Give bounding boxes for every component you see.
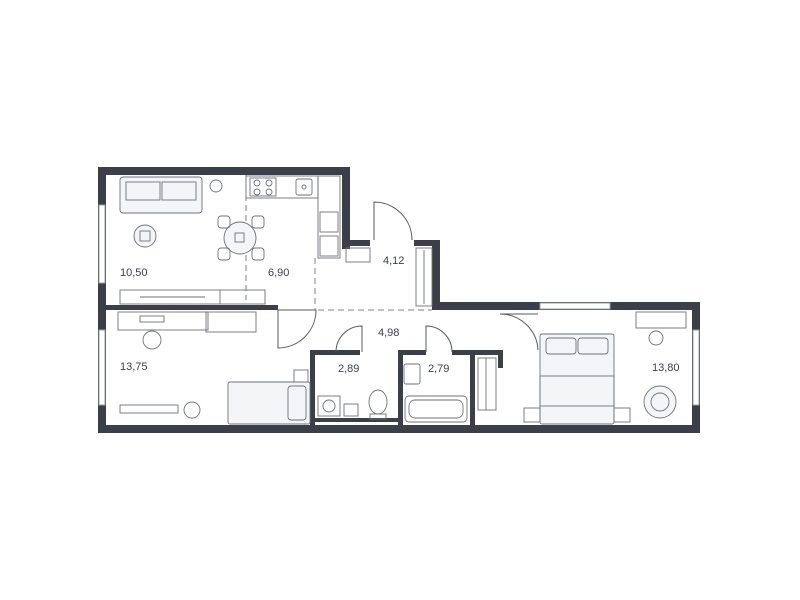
armchair [643,385,677,419]
zone-lines [245,175,432,311]
tv-unit [119,289,266,305]
stove [249,177,277,197]
burner-2 [265,179,273,187]
wall-kitchen-right [342,167,350,249]
bedroom-right-door-swing [499,313,539,351]
wall-bath-mid-top [398,350,426,355]
dining-chair-1 [217,215,231,229]
burner-3 [253,188,261,196]
wall-bedroom-left-right [310,380,315,430]
wall-corridor-low-1 [310,350,360,355]
wall-hall-right [414,240,440,246]
living-furniture [119,175,341,305]
wall-bath-mid [398,350,403,430]
burner-4 [265,188,273,196]
bathtub-inner [408,399,464,419]
fridge [319,235,339,257]
washbasin [403,363,421,385]
radiator [119,404,179,414]
window-left-top [98,204,106,284]
desk-chair [142,330,162,350]
wall-left [98,167,106,433]
bed-left-pillow [287,385,307,421]
dressing-stool [648,330,664,346]
hall-wardrobe [415,247,433,307]
bedroom-left-lamp [183,401,201,419]
wall-living-bedroom [106,305,278,310]
bedroom-right-furniture [523,311,687,425]
coffee-table-item [139,230,151,242]
bed-right [539,333,615,425]
armchair-seat [650,392,670,412]
wall-bath-right [470,350,475,430]
window-left-bottom [98,329,106,406]
doors [277,201,539,353]
wall-bath-floor [315,418,400,422]
washing-machine [317,395,341,417]
bedroom-left-door-swing [277,309,317,349]
bookshelf [205,311,257,333]
area-label-washroom: 2,79 [428,363,449,375]
dishwasher [319,211,339,233]
wall-top-left [98,167,350,175]
hall-furniture [345,247,433,307]
area-label-living: 10,50 [120,267,148,279]
wall-kitchen-notch [342,240,370,246]
wall-hall-right-vert [432,240,440,310]
dining-vase [234,232,245,243]
washing-machine-drum [322,399,336,413]
toilet [368,389,388,415]
bathroom-door-swing [335,325,363,353]
sofa [119,176,203,214]
kitchen-sink [295,178,313,196]
dining-chair-3 [217,247,231,261]
window-top-right [539,302,611,310]
monitor [139,315,165,323]
kitchen-counter-side [317,175,341,259]
dressing-table [635,311,687,329]
bed-left [227,381,311,425]
dining-table [223,221,257,255]
desk [117,311,209,331]
area-label-corridor: 4,98 [378,327,399,339]
toilet-tank [369,413,387,420]
windows [98,204,700,406]
wall-corridor-low-2 [452,350,500,355]
area-label-kitchen: 6,90 [268,267,289,279]
area-label-bedroom-right: 13,80 [652,362,680,374]
dining-chair-2 [251,215,265,229]
sofa-seat-1 [125,181,161,201]
wall-closet-right [498,350,503,368]
sink-bath [343,403,359,417]
bed-right-blanket [539,375,615,407]
area-labels: 10,50 6,90 4,12 4,98 13,75 2,89 2,79 13,… [120,255,680,375]
floor-lamp [209,179,223,193]
closet [477,357,497,411]
burner-1 [253,179,261,187]
area-label-bedroom-left: 13,75 [120,361,148,373]
window-right [692,329,700,406]
nightstand-right-2 [613,407,631,423]
sink-drain [301,184,307,190]
nightstand-right-1 [523,407,541,423]
coffee-table [133,224,157,248]
bed-right-pillow-1 [545,337,577,355]
nightstand-left [293,369,309,383]
bedroom-left-furniture [117,311,311,425]
dining-chair-4 [251,247,265,261]
bed-right-pillow-2 [577,337,609,355]
entrance-door-swing [373,201,413,241]
shoe-rack [345,247,371,263]
area-label-hall-upper: 4,12 [383,255,404,267]
bathroom-furniture [317,357,497,423]
sofa-seat-2 [161,181,197,201]
washroom-door-swing [425,325,453,353]
area-label-bathroom: 2,89 [338,363,359,375]
bathtub [404,395,468,423]
